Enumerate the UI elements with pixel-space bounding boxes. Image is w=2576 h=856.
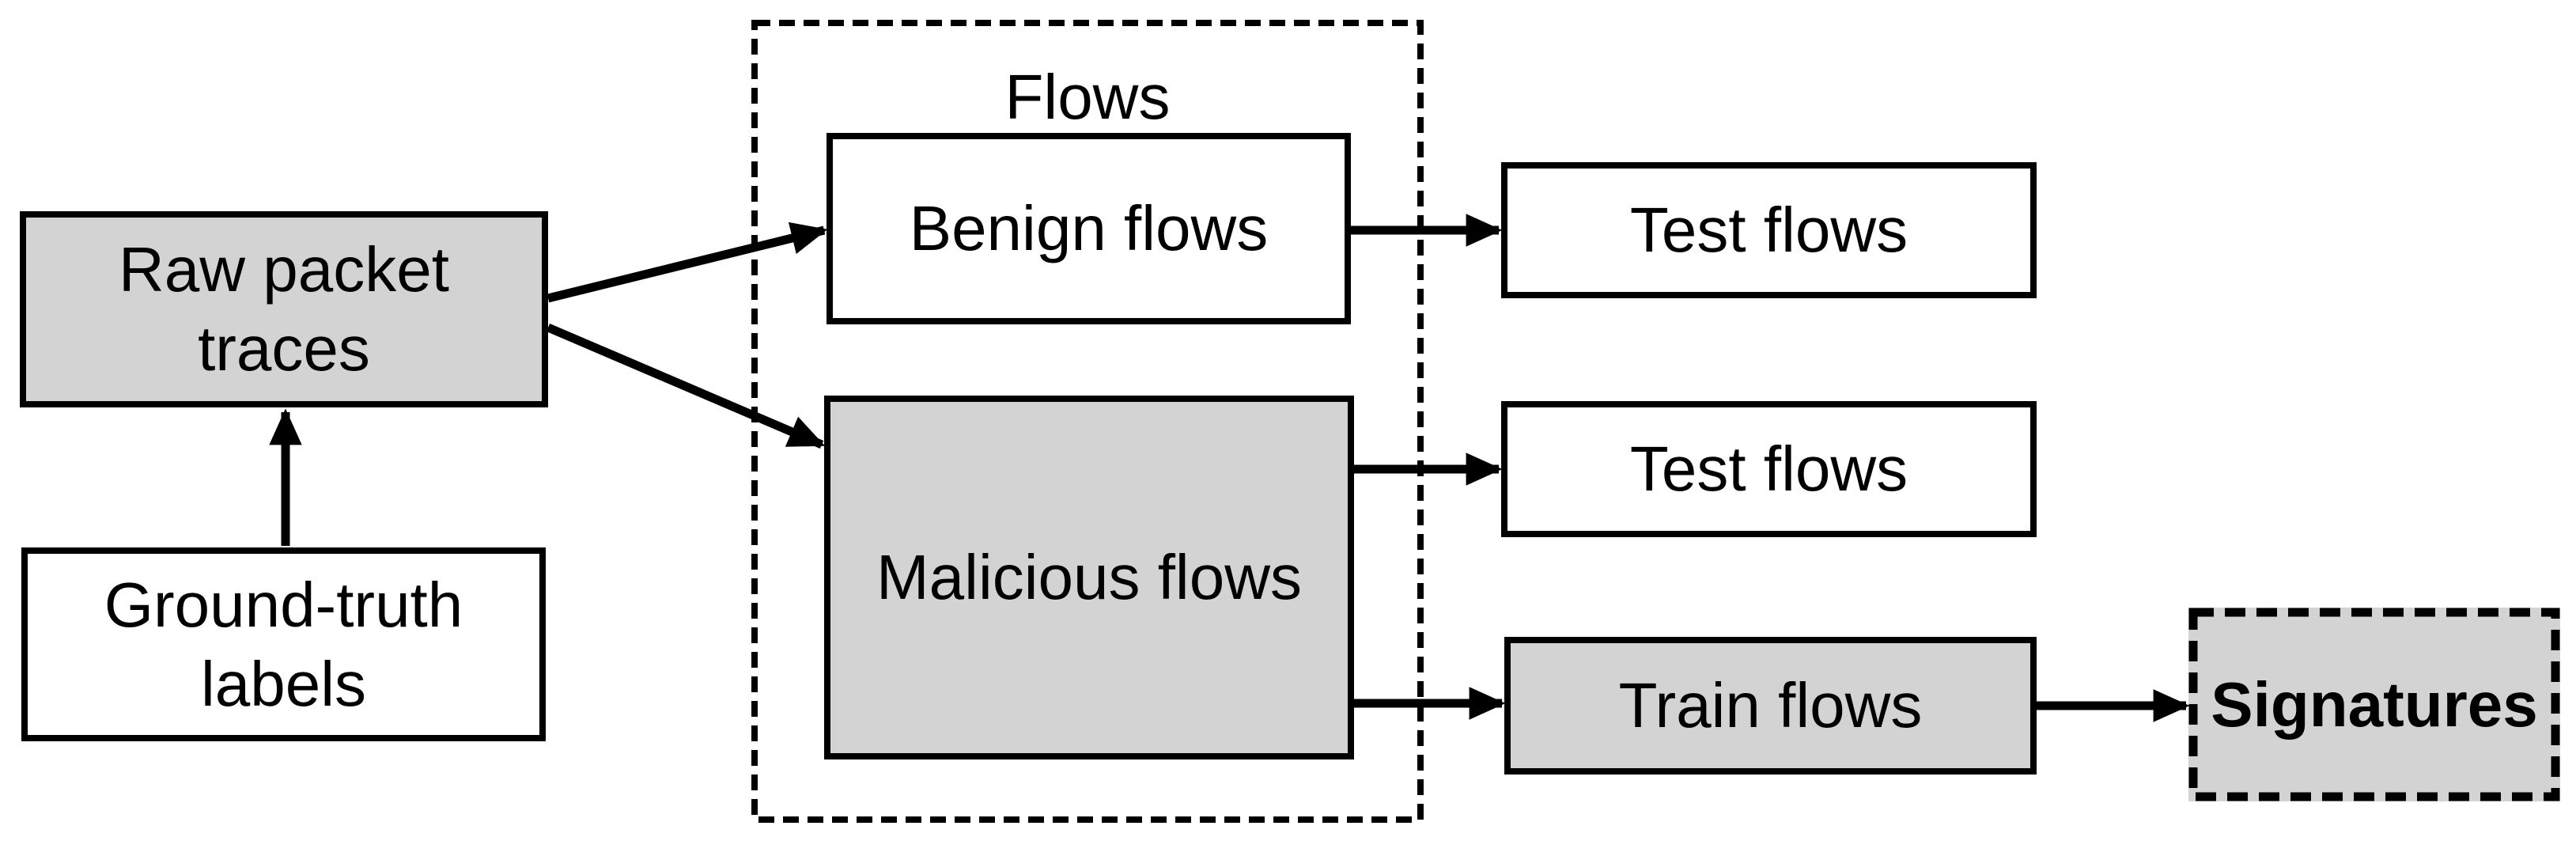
node-malicious-flows: Malicious flows bbox=[824, 396, 1354, 759]
node-label: Test flows bbox=[1629, 434, 1908, 504]
node-test-flows-malicious: Test flows bbox=[1501, 401, 2037, 537]
node-ground-truth-labels: Ground-truth labels bbox=[21, 547, 546, 741]
node-label: Malicious flows bbox=[876, 542, 1302, 612]
node-label: Ground-truth labels bbox=[104, 569, 463, 719]
node-label: Signatures bbox=[2211, 669, 2538, 740]
node-label: Test flows bbox=[1629, 195, 1908, 265]
node-benign-flows: Benign flows bbox=[827, 133, 1351, 324]
node-train-flows: Train flows bbox=[1504, 637, 2037, 775]
node-signatures: Signatures bbox=[2188, 608, 2560, 801]
node-raw-packet-traces: Raw packet traces bbox=[20, 211, 548, 407]
flows-group-title: Flows bbox=[1004, 62, 1171, 132]
node-label: Raw packet traces bbox=[119, 234, 449, 384]
node-test-flows-benign: Test flows bbox=[1501, 162, 2037, 298]
node-label: Train flows bbox=[1618, 670, 1923, 740]
node-label: Benign flows bbox=[909, 193, 1269, 263]
